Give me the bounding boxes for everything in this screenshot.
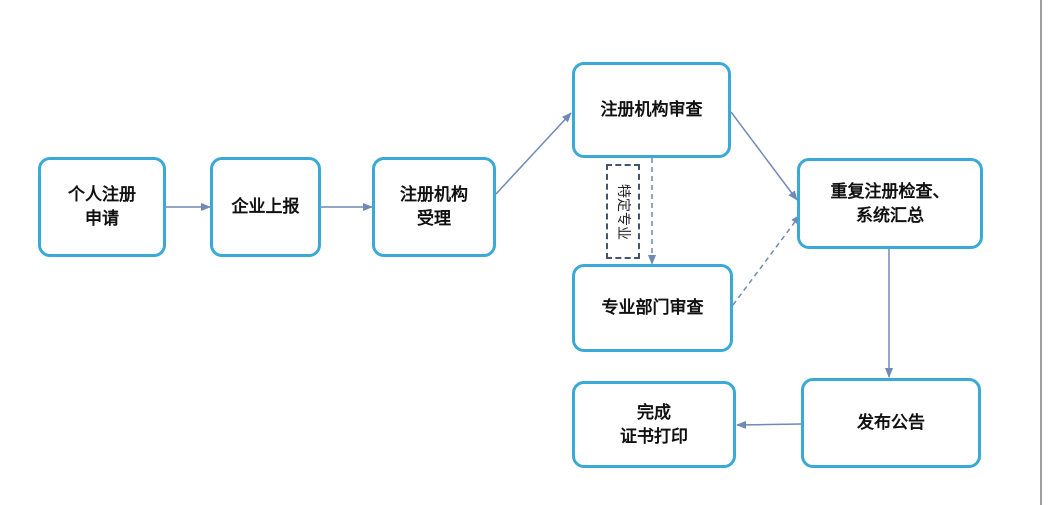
- node-duplicate-check-line2: 系统汇总: [856, 205, 924, 226]
- special-major-tag: 特定专业: [606, 164, 640, 259]
- node-dept-review: 专业部门审查: [572, 264, 733, 352]
- node-company-report: 企业上报: [210, 157, 321, 257]
- node-org-accept-line2: 受理: [417, 209, 451, 229]
- right-edge-divider: [1040, 0, 1042, 505]
- arrow-accept-to-review: [495, 112, 572, 195]
- node-dept-review-label: 专业部门审查: [601, 298, 704, 318]
- arrow-publish-to-complete: [736, 420, 802, 429]
- node-company-report-label: 企业上报: [231, 197, 300, 217]
- node-publish: 发布公告: [801, 378, 981, 468]
- node-org-review: 注册机构审查: [572, 62, 731, 158]
- node-personal-apply: 个人注册 申请: [38, 157, 166, 257]
- node-org-accept-line1: 注册机构: [400, 185, 468, 205]
- node-personal-apply-line2: 申请: [85, 209, 119, 229]
- node-complete-print-line2: 证书打印: [620, 426, 688, 447]
- node-org-accept: 注册机构 受理: [372, 157, 496, 257]
- arrow-dept-to-check-dashed: [732, 214, 801, 306]
- special-major-label: 特定专业: [615, 183, 631, 240]
- node-publish-label: 发布公告: [857, 413, 925, 433]
- node-duplicate-check-line1: 重复注册检查、: [830, 181, 950, 202]
- node-complete-print-line1: 完成: [637, 402, 671, 423]
- node-duplicate-check: 重复注册检查、 系统汇总: [797, 158, 983, 249]
- node-org-review-label: 注册机构审查: [600, 100, 703, 120]
- node-complete-print: 完成 证书打印: [572, 381, 736, 468]
- arrow-review-to-check: [730, 111, 798, 201]
- node-personal-apply-line1: 个人注册: [68, 185, 136, 205]
